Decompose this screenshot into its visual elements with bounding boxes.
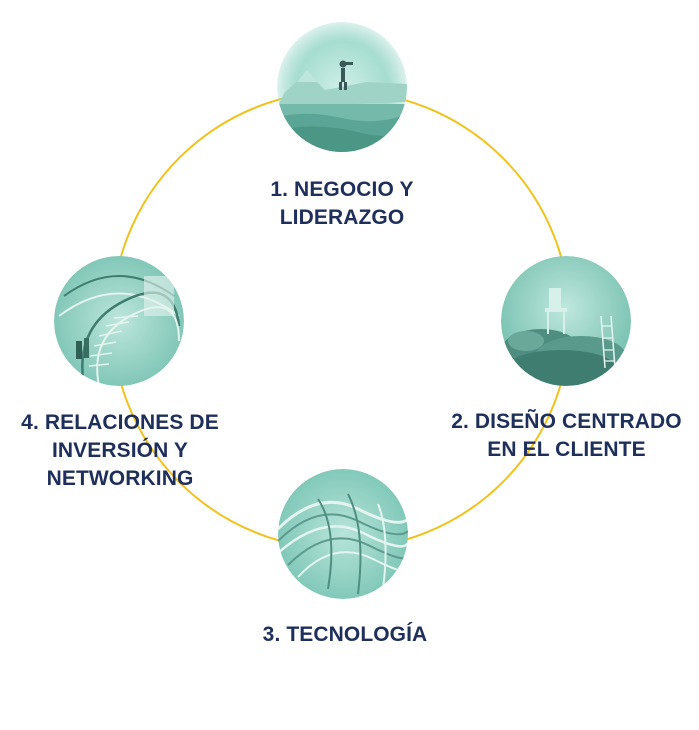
step-1-label-line-1: 1. NEGOCIO Y	[270, 178, 414, 201]
curved-structure-image	[278, 469, 408, 599]
step-4-node	[54, 256, 184, 386]
person-with-binoculars-on-cliff-image	[277, 22, 407, 152]
step-2-label: 2. DISEÑO CENTRADO EN EL CLIENTE	[434, 408, 699, 464]
step-3-label-line-1: 3. TECNOLOGÍA	[262, 623, 428, 646]
step-4-label: 4. RELACIONES DE INVERSIÓN Y NETWORKING	[4, 409, 236, 493]
chair-above-clouds-with-ladder-image	[501, 256, 631, 386]
step-4-label-line-1: 4. RELACIONES DE	[21, 411, 219, 434]
step-1-node	[277, 22, 407, 152]
spiral-staircase-image	[54, 256, 184, 386]
step-3-label: 3. TECNOLOGÍA	[230, 621, 460, 649]
step-1-label: 1. NEGOCIO Y LIDERAZGO	[242, 176, 442, 232]
step-4-label-line-3: NETWORKING	[46, 467, 194, 490]
step-2-label-line-2: EN EL CLIENTE	[487, 438, 646, 461]
step-1-label-line-2: LIDERAZGO	[279, 206, 405, 229]
step-2-label-line-1: 2. DISEÑO CENTRADO	[451, 410, 682, 433]
step-3-node	[278, 469, 408, 599]
step-4-label-line-2: INVERSIÓN Y	[51, 439, 189, 462]
step-2-node	[501, 256, 631, 386]
